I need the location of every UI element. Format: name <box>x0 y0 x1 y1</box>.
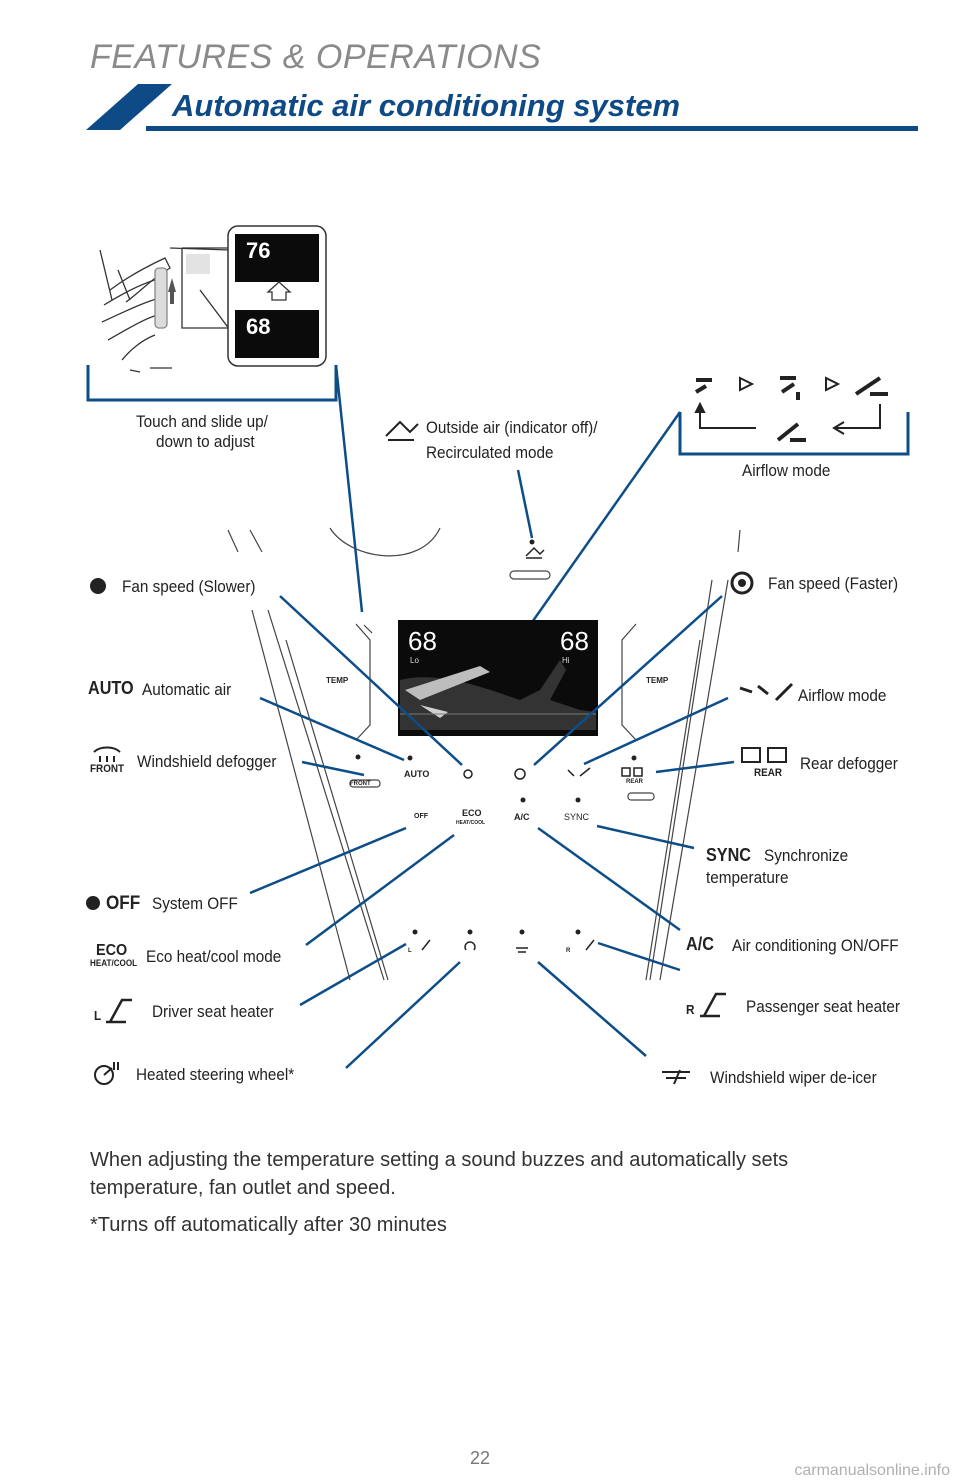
temp-slider-left-label: TEMP <box>326 676 349 685</box>
rear-icon-text: REAR <box>754 767 783 779</box>
windshield-defogger-label: Windshield defogger <box>137 752 277 771</box>
front-defogger-icon <box>93 746 121 762</box>
panel-passenger-heater-button[interactable]: R <box>566 948 571 954</box>
temperature-popup <box>227 225 327 367</box>
fan-slow-icon <box>90 578 106 594</box>
popup-temp-high: 76 <box>246 238 271 263</box>
display-temp-right: 68 <box>560 626 589 656</box>
section-title: FEATURES & OPERATIONS <box>90 38 542 76</box>
panel-rear-button[interactable]: REAR <box>626 779 644 785</box>
fan-fast-icon <box>730 571 754 595</box>
touch-caption-line2: down to adjust <box>156 432 255 451</box>
heated-steering-wheel-label: Heated steering wheel* <box>136 1065 295 1084</box>
driver-seat-heater-label: Driver seat heater <box>152 1002 274 1021</box>
panel-eco-button-top[interactable]: ECO <box>462 808 482 818</box>
ac-icon-text: A/C <box>686 934 714 954</box>
fan-faster-label: Fan speed (Faster) <box>768 574 899 593</box>
eco-label: Eco heat/cool mode <box>146 947 282 966</box>
panel-front-button[interactable]: FRONT <box>350 781 371 787</box>
display-hi: Hi <box>562 656 570 665</box>
fan-slower-label: Fan speed (Slower) <box>122 577 256 596</box>
driver-seat-heater-icon <box>106 998 132 1024</box>
outside-air-label-line2: Recirculated mode <box>426 443 554 462</box>
automatic-air-label: Automatic air <box>142 680 232 699</box>
title-banner <box>86 84 918 131</box>
panel-button-icons <box>421 546 643 953</box>
eco-icon-text-bottom: HEAT/COOL <box>90 958 138 968</box>
rear-defogger-icon <box>741 747 787 763</box>
display-lo: Lo <box>410 656 419 665</box>
panel-sync-button[interactable]: SYNC <box>564 812 590 822</box>
passenger-seat-heater-label: Passenger seat heater <box>746 997 900 1016</box>
airflow-mode-sequence <box>694 376 888 442</box>
panel-indicator-dots <box>355 539 637 935</box>
page-heading: Automatic air conditioning system <box>172 88 681 123</box>
driver-icon-text: L <box>94 1008 102 1023</box>
page-number: 22 <box>469 1448 491 1468</box>
passenger-seat-heater-icon <box>700 992 726 1018</box>
climate-display-screen <box>398 620 598 736</box>
front-icon-text: FRONT <box>90 763 125 775</box>
panel-ac-button[interactable]: A/C <box>514 812 530 822</box>
recirculate-icon <box>385 420 419 441</box>
panel-driver-heater-button[interactable]: L <box>408 948 412 954</box>
rear-defogger-label: Rear defogger <box>800 754 898 773</box>
touch-slide-illustration <box>99 247 231 373</box>
airflow-mode-icon <box>739 682 794 702</box>
climate-control-diagram <box>86 225 910 1085</box>
note-line1: When adjusting the temperature setting a… <box>90 1149 789 1171</box>
system-off-icon <box>86 896 100 910</box>
dashboard-outline <box>227 527 741 981</box>
airflow-mode-right-label: Airflow mode <box>798 686 887 705</box>
panel-off-button[interactable]: OFF <box>414 813 428 820</box>
eco-icon-text-top: ECO <box>96 942 128 959</box>
passenger-icon-text: R <box>686 1002 695 1017</box>
system-off-label: System OFF <box>152 894 238 913</box>
display-temp-left: 68 <box>408 626 437 656</box>
popup-temp-low: 68 <box>246 314 271 339</box>
panel-auto-button[interactable]: AUTO <box>404 769 430 779</box>
callout-leaders <box>249 595 735 1069</box>
airflow-mode-top-label: Airflow mode <box>742 461 831 480</box>
sync-label-line1: Synchronize <box>764 846 849 865</box>
heated-steering-wheel-icon <box>94 1062 119 1085</box>
ac-label: Air conditioning ON/OFF <box>732 936 899 955</box>
off-icon-text: OFF <box>106 893 141 914</box>
sync-icon-text: SYNC <box>706 845 752 865</box>
temp-slider-right-label: TEMP <box>646 676 669 685</box>
sync-label-line2: temperature <box>706 868 789 887</box>
panel-eco-button-bottom[interactable]: HEAT/COOL <box>456 820 486 826</box>
wiper-deicer-label: Windshield wiper de-icer <box>710 1068 877 1087</box>
touch-caption-line1: Touch and slide up/ <box>136 412 268 431</box>
callout-icons <box>86 571 794 1085</box>
auto-icon-text: AUTO <box>88 678 134 698</box>
note-line2: temperature, fan outlet and speed. <box>90 1177 396 1199</box>
watermark: carmanualsonline.info <box>794 1462 950 1479</box>
wiper-deicer-icon <box>662 1069 690 1085</box>
outside-air-label-line1: Outside air (indicator off)/ <box>426 418 598 437</box>
footnote: *Turns off automatically after 30 minute… <box>90 1214 447 1236</box>
